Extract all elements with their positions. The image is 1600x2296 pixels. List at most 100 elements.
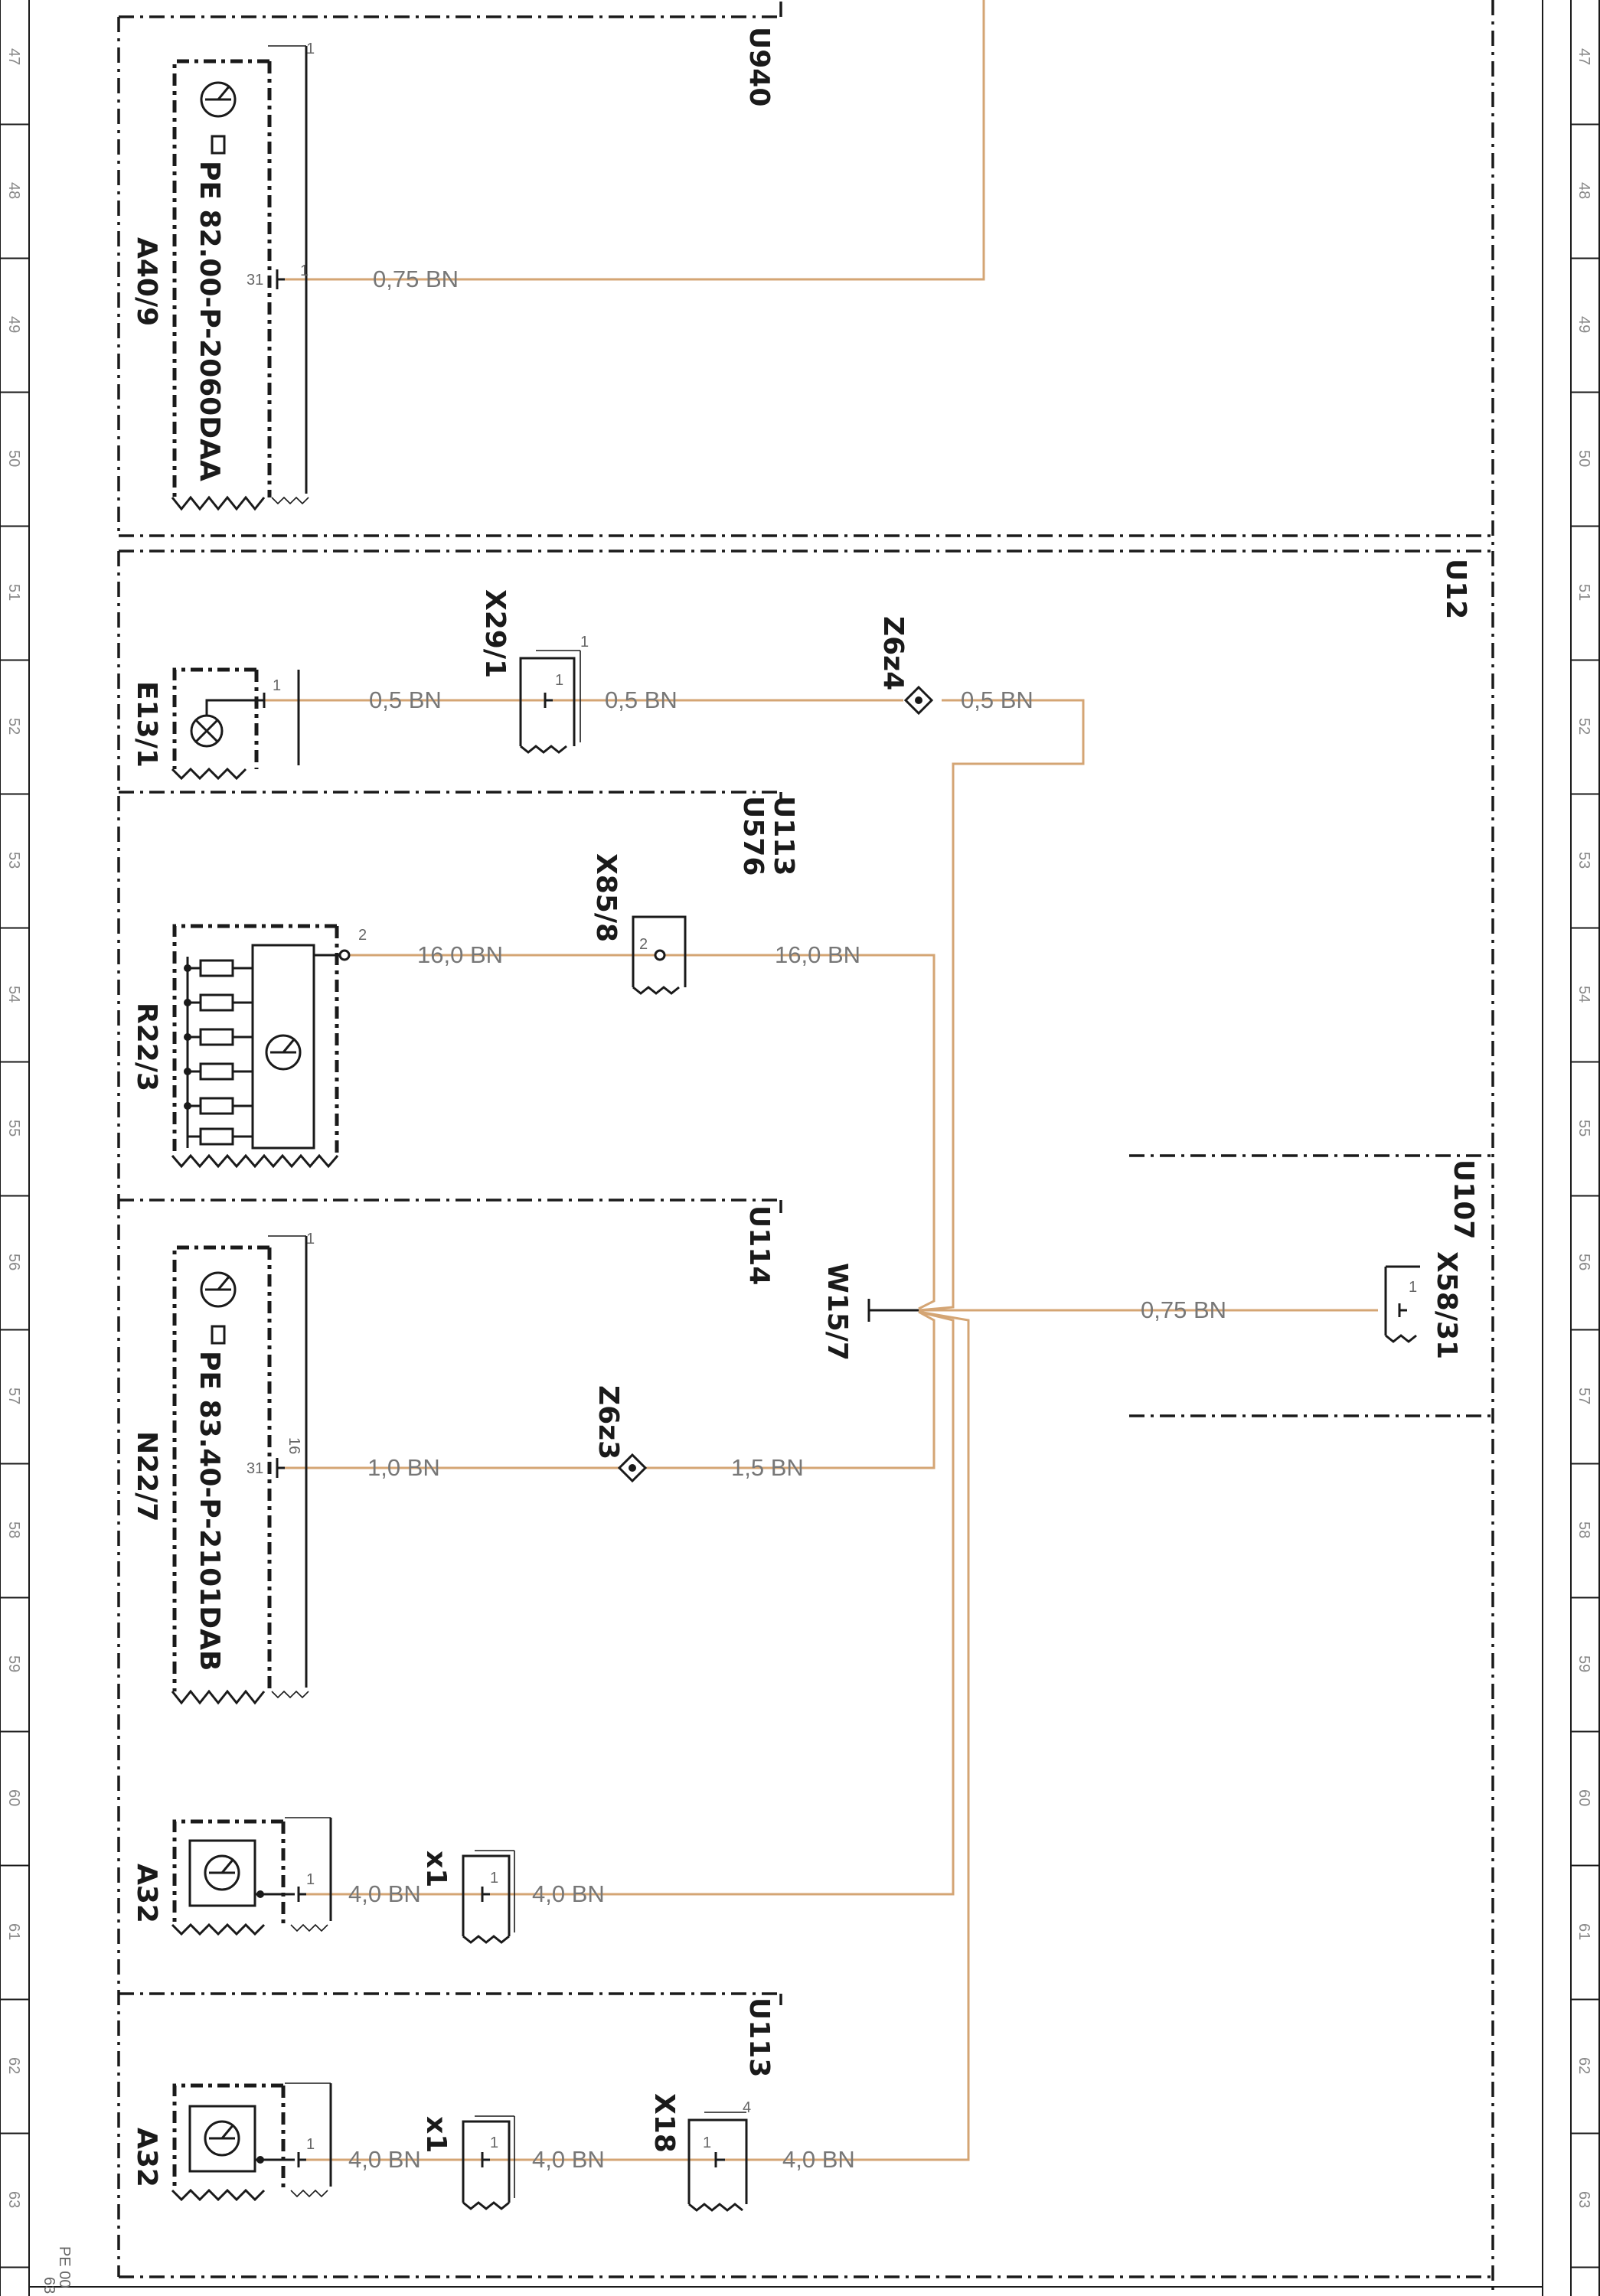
x58-31-connector: 1 bbox=[1384, 1265, 1420, 1343]
r22-3-module: 2 bbox=[171, 924, 367, 1169]
grid-number-left: 54 bbox=[5, 986, 22, 1003]
grid-number-right: 63 bbox=[1576, 2191, 1592, 2208]
wire-label-n22-a: 1,0 BN bbox=[367, 1454, 440, 1481]
z6z3-splice bbox=[617, 1453, 648, 1483]
zone-label-u113: U113 bbox=[768, 796, 799, 876]
x29-1-label: X29/1 bbox=[479, 589, 511, 678]
a32-top-label: A32 bbox=[131, 1864, 162, 1923]
footer-ref: PE 00 bbox=[56, 2246, 73, 2288]
zone-label-u12: U12 bbox=[1440, 559, 1471, 619]
grid-number-left: 60 bbox=[5, 1789, 22, 1806]
z6z4-splice bbox=[903, 685, 934, 716]
grid-number-left: 52 bbox=[5, 718, 22, 735]
wire-label-a32t-b: 4,0 BN bbox=[532, 1880, 605, 1907]
n22-7-ref: PE 83.40-P-2101DAB bbox=[194, 1351, 225, 1671]
grid-number-left: 55 bbox=[5, 1120, 22, 1137]
grid-number-right: 49 bbox=[1576, 316, 1592, 333]
n22-7-pin-31: 31 bbox=[247, 1460, 263, 1477]
x85-8-label: X85/8 bbox=[590, 853, 622, 942]
x85-8-connector: 2 bbox=[632, 915, 687, 995]
x1-top-pin: 1 bbox=[490, 1870, 498, 1887]
grid-number-right: 56 bbox=[1576, 1254, 1592, 1270]
wire-label-r22-a: 16,0 BN bbox=[417, 941, 503, 968]
zone-borders bbox=[117, 0, 1494, 2296]
e13-1-label: E13/1 bbox=[131, 681, 162, 768]
zone-label-u940: U940 bbox=[743, 27, 775, 106]
grid-number-left: 47 bbox=[5, 48, 22, 65]
x18-label: X18 bbox=[648, 2093, 680, 2153]
grid-number-right: 62 bbox=[1576, 2057, 1592, 2074]
grid-number-left: 62 bbox=[5, 2057, 22, 2074]
a40-9-module: 1 31 1 bbox=[171, 41, 315, 511]
x1-bottom-label: x1 bbox=[420, 2116, 452, 2153]
n22-7-pin-1: 1 bbox=[306, 1231, 315, 1247]
grid-number-left: 53 bbox=[5, 852, 22, 869]
grid-number-left: 63 bbox=[5, 2191, 22, 2208]
grid-number-right: 51 bbox=[1576, 584, 1592, 601]
grid-number-left: 48 bbox=[5, 182, 22, 199]
x18-pin-4: 4 bbox=[743, 2099, 751, 2116]
n22-7-label: N22/7 bbox=[131, 1431, 162, 1521]
zone-label-u576: U576 bbox=[737, 796, 769, 876]
x29-1-pin-a: 1 bbox=[580, 634, 589, 651]
zone-label-u113-bottom: U113 bbox=[743, 1998, 775, 2077]
e13-1-pin: 1 bbox=[273, 677, 281, 694]
wire-label-a32b-a: 4,0 BN bbox=[348, 2146, 421, 2173]
e13-1-lamp: 1 bbox=[171, 667, 300, 781]
grid-number-left: 61 bbox=[5, 1923, 22, 1940]
grid-number-right: 54 bbox=[1576, 986, 1592, 1003]
wire-label-r22-b: 16,0 BN bbox=[775, 941, 860, 968]
wires bbox=[264, 0, 1378, 2161]
a32-bottom-pin: 1 bbox=[306, 2136, 315, 2153]
x85-8-pin: 2 bbox=[639, 936, 648, 953]
grid-number-right: 52 bbox=[1576, 718, 1592, 735]
r22-3-label: R22/3 bbox=[131, 1003, 162, 1091]
grid-number-right: 61 bbox=[1576, 1923, 1592, 1940]
wire-label-n22-b: 1,5 BN bbox=[731, 1454, 804, 1481]
x1-top-connector: 1 bbox=[462, 1850, 515, 1944]
grid-number-left: 49 bbox=[5, 316, 22, 333]
a40-9-pin-1a: 1 bbox=[306, 41, 315, 57]
x1-bottom-connector: 1 bbox=[462, 2115, 515, 2210]
x1-bottom-pin: 1 bbox=[490, 2135, 498, 2151]
wire-label-x58: 0,75 BN bbox=[1141, 1296, 1226, 1323]
a32-bottom-module: 1 bbox=[171, 2082, 332, 2202]
grid-number-right: 59 bbox=[1576, 1655, 1592, 1672]
grid-number-right: 58 bbox=[1576, 1521, 1592, 1538]
a32-top-module: 1 bbox=[171, 1817, 332, 1936]
r22-3-pin: 2 bbox=[358, 927, 367, 944]
x18-pin-1: 1 bbox=[703, 2135, 711, 2151]
z6z3-label: Z6z3 bbox=[593, 1385, 624, 1459]
a40-9-pin-1b: 1 bbox=[300, 263, 309, 279]
wire-label-e13-a: 0,5 BN bbox=[369, 687, 442, 713]
zone-label-u114: U114 bbox=[743, 1205, 775, 1285]
x29-1-pin-b: 1 bbox=[555, 672, 563, 689]
grid-number-right: 55 bbox=[1576, 1120, 1592, 1137]
grid-number-left: 59 bbox=[5, 1655, 22, 1672]
grid-number-left: 56 bbox=[5, 1254, 22, 1270]
wire-label-e13-c: 0,5 BN bbox=[961, 687, 1033, 713]
n22-7-module: 1 31 16 bbox=[171, 1231, 315, 1705]
zone-label-u107: U107 bbox=[1448, 1159, 1479, 1239]
x18-connector: 4 1 bbox=[687, 2099, 751, 2212]
grid-number-right: 60 bbox=[1576, 1789, 1592, 1806]
w15-7-label: W15/7 bbox=[821, 1263, 853, 1361]
a32-top-pin: 1 bbox=[306, 1871, 315, 1888]
grid-number-left: 51 bbox=[5, 584, 22, 601]
a40-9-pin-31: 31 bbox=[247, 272, 263, 289]
grid-number-left: 57 bbox=[5, 1388, 22, 1404]
z6z4-label: Z6z4 bbox=[877, 616, 909, 690]
a40-9-label: A40/9 bbox=[131, 237, 162, 326]
grid-number-right: 53 bbox=[1576, 852, 1592, 869]
x58-31-pin: 1 bbox=[1409, 1279, 1417, 1296]
wire-label-a32b-b: 4,0 BN bbox=[532, 2146, 605, 2173]
x29-1-connector: 1 1 bbox=[519, 634, 589, 754]
footer-page: 63 bbox=[41, 2277, 57, 2294]
grid-number-right: 48 bbox=[1576, 182, 1592, 199]
grid-number-right: 57 bbox=[1576, 1388, 1592, 1404]
wire-label-a40: 0,75 BN bbox=[373, 266, 459, 292]
grid-number-left: 50 bbox=[5, 450, 22, 467]
